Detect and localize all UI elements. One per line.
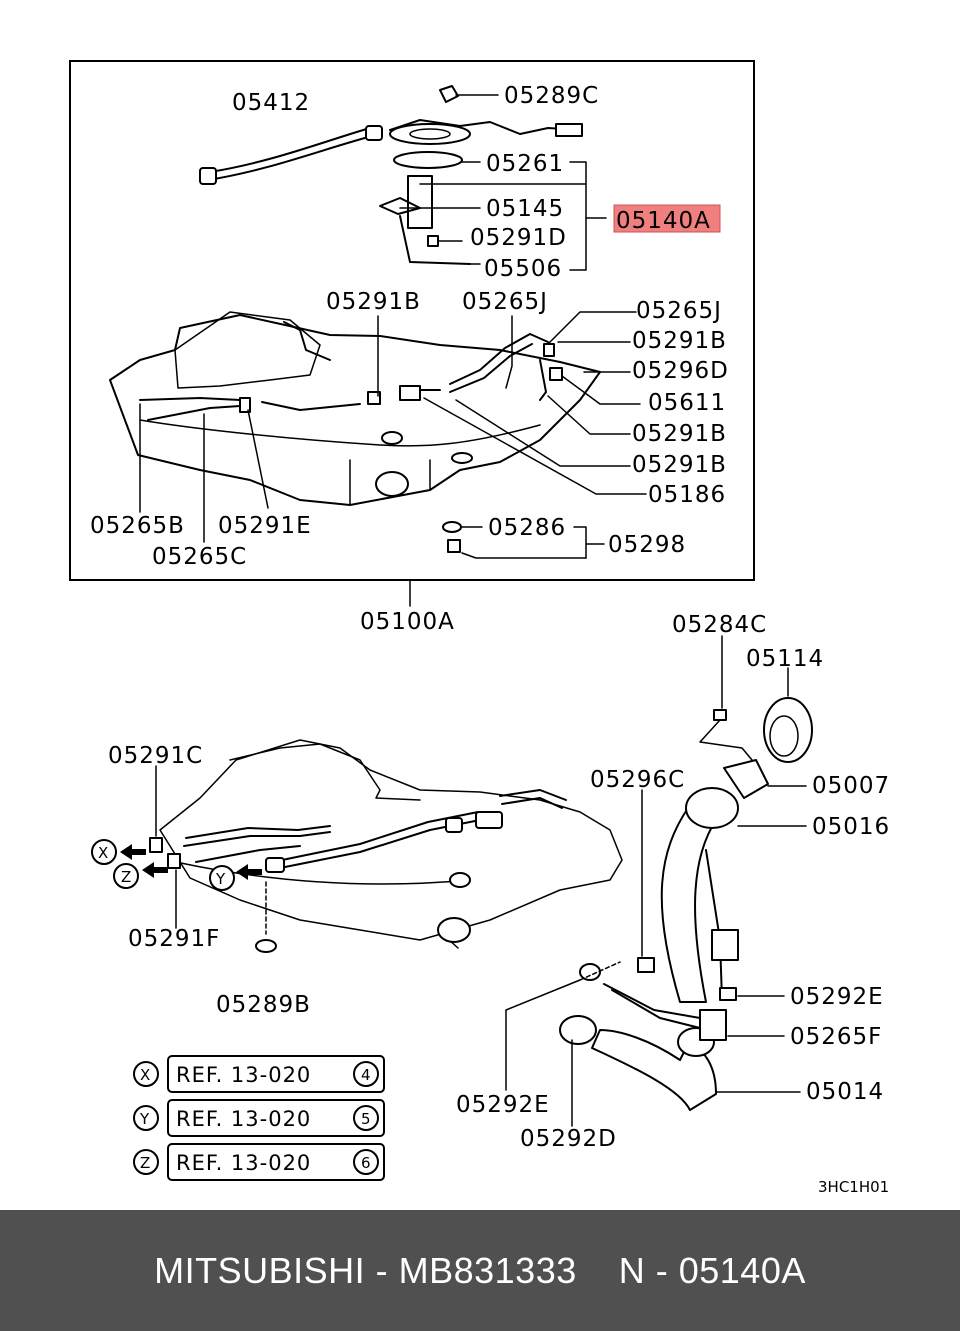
label-05284C: 05284C (672, 612, 767, 638)
tank-hoses[interactable] (139, 321, 563, 421)
label-05186: 05186 (648, 482, 726, 508)
label-05114: 05114 (746, 646, 824, 672)
label-05611: 05611 (648, 390, 726, 416)
label-05265B: 05265B (90, 513, 185, 539)
bolt-05289B[interactable] (255, 939, 277, 953)
svg-text:REF. 13-020: REF. 13-020 (176, 1063, 311, 1087)
svg-text:Z: Z (140, 1154, 150, 1172)
label-05412: 05412 (232, 90, 310, 116)
parts-05286-05298[interactable] (442, 521, 605, 559)
svg-text:X: X (140, 1066, 150, 1084)
drawing-code: 3HC1H01 (818, 1178, 889, 1196)
reference-legend: X REF. 13-020 4 Y REF. 13-020 5 Z REF. 1… (133, 1055, 385, 1181)
label-05140A: 05140A (616, 208, 711, 234)
nut-05289C[interactable] (439, 85, 459, 103)
label-05014: 05014 (806, 1079, 884, 1105)
label-05265J-top: 05265J (462, 289, 548, 315)
label-05291F: 05291F (128, 926, 220, 952)
hose-05014[interactable] (559, 957, 737, 1111)
fuel-cap-05114[interactable] (763, 697, 813, 763)
screw-05284C[interactable] (713, 709, 727, 721)
arrow-left-icon (120, 844, 146, 860)
label-05296D: 05296D (632, 358, 729, 384)
svg-text:Y: Y (139, 1110, 150, 1128)
svg-text:5: 5 (361, 1110, 371, 1128)
label-05291D: 05291D (470, 225, 567, 251)
arrow-left-icon (142, 862, 168, 878)
ref-row-z: Z REF. 13-020 6 (133, 1143, 385, 1181)
marker-x-label: X (98, 844, 108, 862)
svg-text:REF. 13-020: REF. 13-020 (176, 1151, 311, 1175)
label-05265C: 05265C (152, 544, 247, 570)
label-05291B-r1: 05291B (632, 328, 727, 354)
label-05100A: 05100A (360, 609, 455, 635)
label-05292E-bottom: 05292E (456, 1092, 550, 1118)
label-05292D: 05292D (520, 1126, 617, 1152)
parts-diagram: 05412 05289C 05261 05145 05140A 05291D 0… (69, 60, 890, 1196)
label-05291C: 05291C (108, 743, 203, 769)
marker-y: Y (209, 864, 262, 891)
label-05016: 05016 (812, 814, 890, 840)
label-05291E: 05291E (218, 513, 312, 539)
fuel-tank-lower (159, 739, 623, 949)
leader-lines-lower (155, 635, 807, 1127)
ref-row-y: Y REF. 13-020 5 (133, 1099, 385, 1137)
lower-hoses[interactable] (149, 789, 567, 873)
leader-lines-upper (399, 94, 607, 271)
marker-z: Z (113, 862, 168, 889)
label-05506: 05506 (484, 256, 562, 282)
gasket-05007[interactable] (723, 759, 769, 799)
svg-text:REF. 13-020: REF. 13-020 (176, 1107, 311, 1131)
marker-y-label: Y (215, 870, 226, 888)
arrow-left-icon (236, 864, 262, 880)
label-05261: 05261 (486, 151, 564, 177)
filler-neck-05016[interactable] (603, 787, 739, 1029)
label-05145: 05145 (486, 196, 564, 222)
ref-row-x: X REF. 13-020 4 (133, 1055, 385, 1093)
highlight-05140A (613, 204, 721, 233)
marker-z-label: Z (121, 868, 131, 886)
label-05289B: 05289B (216, 992, 311, 1018)
label-05265J-right: 05265J (636, 298, 722, 324)
tank-assembly-frame (69, 60, 755, 581)
label-05265F: 05265F (790, 1024, 882, 1050)
label-05289C: 05289C (504, 83, 599, 109)
leader-lines-tank (139, 311, 647, 543)
label-05292E-right: 05292E (790, 984, 884, 1010)
footer-caption: MITSUBISHI - MB831333 N - 05140A (0, 1210, 960, 1331)
labels-upper: 05412 05289C 05261 05145 05140A 05291D 0… (90, 83, 729, 635)
label-05291B-r3: 05291B (632, 452, 727, 478)
labels-lower: 05284C 05114 05291C 05296C 05007 05016 0… (108, 612, 890, 1152)
fuel-tank[interactable] (109, 311, 601, 506)
label-05298: 05298 (608, 532, 686, 558)
cap-tether (699, 719, 753, 761)
hose-05412[interactable] (199, 125, 383, 185)
svg-text:6: 6 (361, 1154, 371, 1172)
label-05286: 05286 (488, 515, 566, 541)
svg-text:4: 4 (361, 1066, 371, 1084)
label-05291B-top: 05291B (326, 289, 421, 315)
label-05007: 05007 (812, 773, 890, 799)
marker-x: X (91, 839, 146, 865)
label-05296C: 05296C (590, 767, 685, 793)
label-05291B-r2: 05291B (632, 421, 727, 447)
